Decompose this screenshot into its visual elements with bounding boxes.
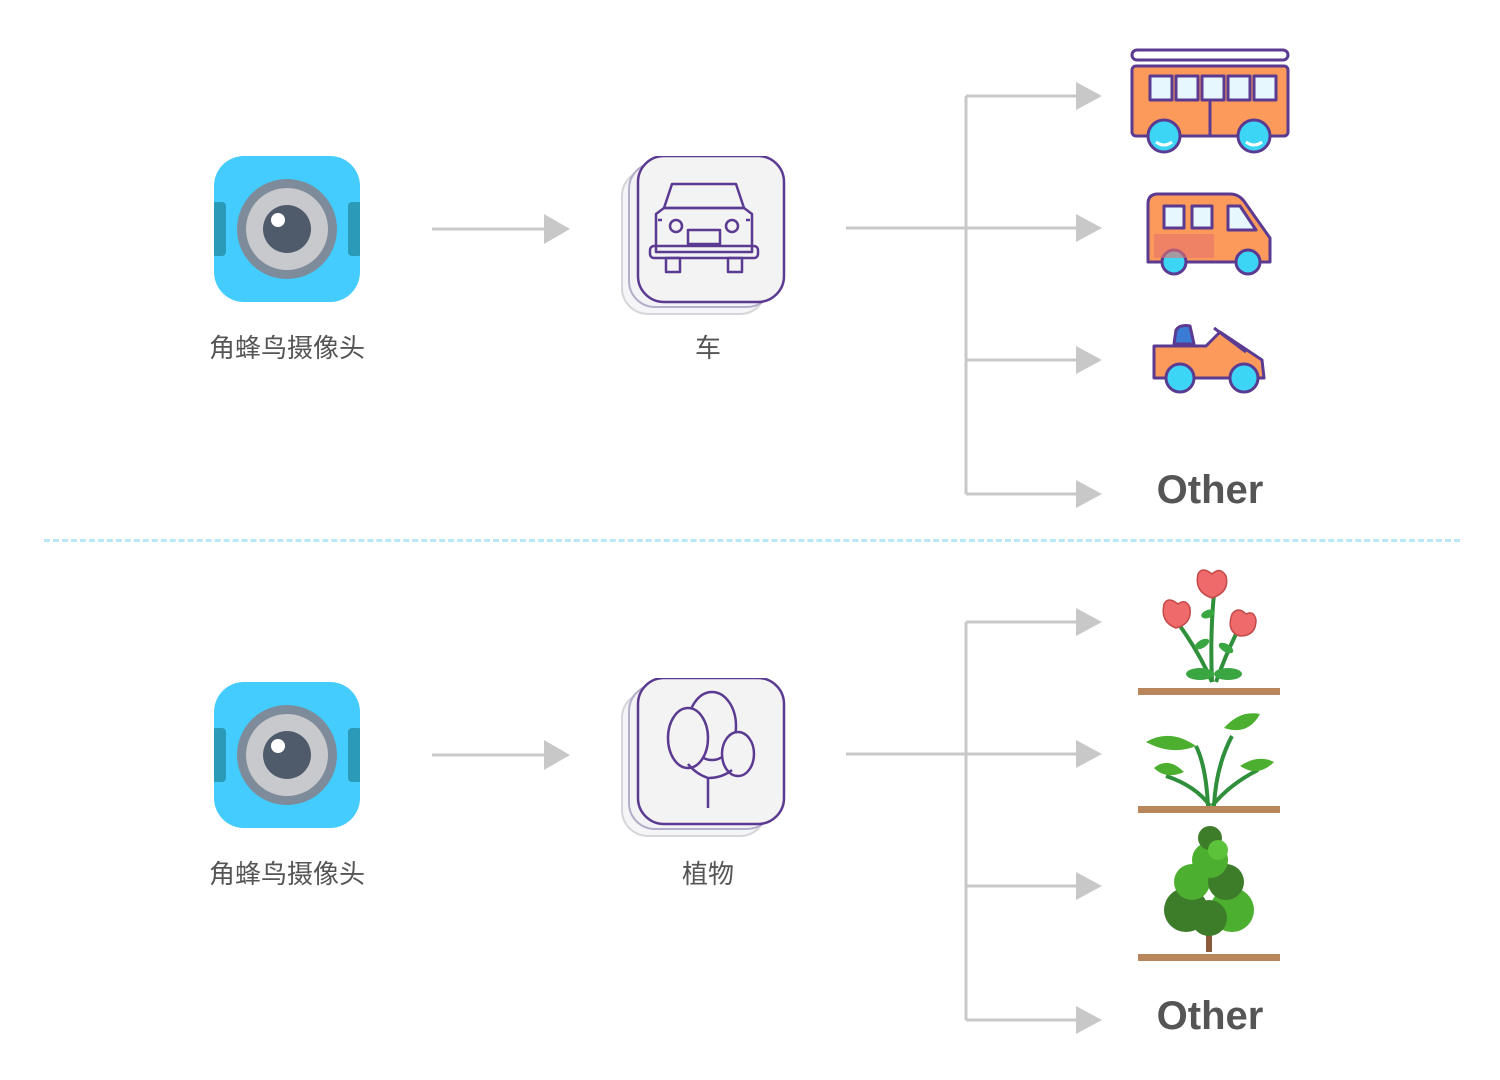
flower-icon <box>1136 564 1282 700</box>
flow-row-vehicles: 角蜂鸟摄像头 车 <box>0 0 1500 520</box>
camera-icon <box>214 156 360 302</box>
category-label: 车 <box>694 334 721 364</box>
arrow-icon <box>432 212 572 246</box>
category-label: 植物 <box>681 860 734 890</box>
source-label: 角蜂鸟摄像头 <box>208 334 365 364</box>
arrow-icon <box>432 738 572 772</box>
van-icon <box>1144 190 1278 280</box>
source-label: 角蜂鸟摄像头 <box>208 860 365 890</box>
tree-outline-icon <box>618 678 788 840</box>
bus-icon <box>1128 46 1292 158</box>
camera-icon <box>214 682 360 828</box>
flow-row-plants: 角蜂鸟摄像头 植物 <box>0 526 1500 1046</box>
branch-connector <box>846 80 1106 512</box>
convertible-car-icon <box>1150 322 1270 398</box>
other-label: Other <box>1156 994 1264 1038</box>
car-outline-icon <box>618 156 788 318</box>
bush-tree-icon <box>1136 824 1282 966</box>
branch-connector <box>846 606 1106 1038</box>
section-divider <box>44 539 1460 542</box>
leafy-plant-icon <box>1136 706 1282 818</box>
other-label: Other <box>1156 468 1264 512</box>
